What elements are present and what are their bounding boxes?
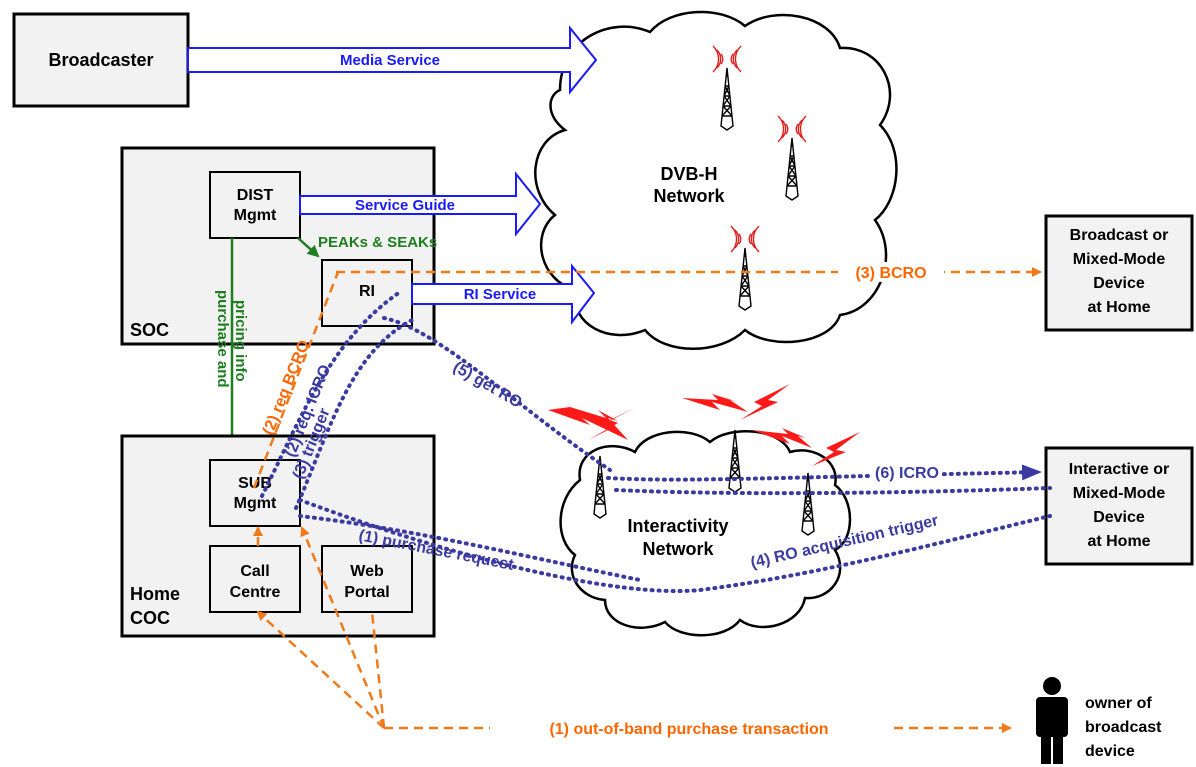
service-guide-label: Service Guide (355, 197, 455, 214)
icro-label: (6) ICRO (875, 465, 939, 482)
service-guide-arrow (299, 171, 542, 237)
sub-mgmt-box (209, 459, 301, 527)
media-service-arrow (187, 25, 598, 95)
lightning-bolt-icon (740, 384, 790, 420)
oob-to-call-centre (256, 610, 385, 729)
dist-mgmt-label-1: DIST (237, 187, 274, 204)
icro-label-bg (872, 462, 942, 484)
peaks-seaks-arrow (297, 237, 320, 258)
dvbh-network-label-1: DVB-H (661, 164, 718, 184)
broadcast-device-label-3: Device (1093, 275, 1145, 292)
req-bcro-arrow (252, 271, 340, 489)
lightning-bolt-icon (752, 428, 812, 448)
call-centre-label-1: Call (240, 563, 269, 580)
broadcast-device-label-4: at Home (1087, 299, 1150, 316)
web-portal-label-2: Portal (344, 584, 389, 601)
dvbh-network-label-2: Network (653, 186, 725, 206)
call-centre-box (209, 545, 301, 613)
lightning-bolt-icon (812, 432, 860, 466)
web-portal-label-1: Web (350, 563, 384, 580)
get-ro-label: (5) get RO (450, 359, 525, 412)
bcro-label-bg (838, 262, 944, 282)
peaks-seaks-label: PEAKs & SEAKs (318, 234, 437, 251)
ro-acquisition-trigger-flow (298, 498, 1052, 594)
lightning-bolt-icon (548, 407, 628, 440)
media-service-label: Media Service (340, 52, 440, 69)
icro-return-flow (614, 486, 1052, 496)
interactivity-network-cloud (559, 430, 852, 637)
lightning-bolt-icon (588, 408, 634, 440)
req-icro-flow (260, 290, 402, 498)
person-icon (1036, 677, 1068, 764)
interactivity-network-label-2: Network (642, 539, 714, 559)
purchase-pricing-label-1: purchase and (214, 290, 231, 388)
broadcaster-label: Broadcaster (48, 50, 153, 70)
req-bcro-prefix: (2) req (260, 382, 296, 438)
web-portal-box (321, 545, 413, 613)
sub-mgmt-label-2: Mgmt (234, 495, 277, 512)
dist-mgmt-label-2: Mgmt (234, 207, 277, 224)
soc-label: SOC (130, 320, 169, 340)
oob-label-bg (490, 716, 888, 738)
oob-purchase-label: (1) out-of-band purchase transaction (549, 721, 828, 738)
interactive-device-label-1: Interactive or (1069, 461, 1169, 478)
home-coc-label-2: COC (130, 608, 170, 628)
owner-label-2: broadcast (1085, 719, 1162, 736)
interactive-device-label-4: at Home (1087, 533, 1150, 550)
dist-mgmt-box (209, 171, 301, 239)
interactive-device-label-3: Device (1093, 509, 1145, 526)
oob-to-web-portal (370, 611, 386, 729)
home-coc-label-1: Home (130, 584, 180, 604)
owner-label-3: device (1085, 743, 1135, 760)
bcro-label: (3) BCRO (855, 265, 926, 282)
purchase-pricing-label-2: pricing info (232, 300, 249, 382)
ri-service-arrow (411, 263, 596, 325)
dvbh-network-cloud (534, 10, 898, 350)
interactive-device-label-2: Mixed-Mode (1073, 485, 1166, 502)
purchase-request-flow (298, 514, 642, 582)
interactive-device-box (1044, 446, 1194, 566)
trigger-flow (294, 316, 418, 510)
broadcast-device-label-2: Mixed-Mode (1073, 251, 1166, 268)
broadcast-device-label-1: Broadcast or (1070, 227, 1169, 244)
lightning-bolt-icon (682, 394, 748, 412)
owner-label-1: owner of (1085, 695, 1152, 712)
call-centre-label-2: Centre (230, 584, 281, 601)
ri-service-label: RI Service (464, 286, 537, 303)
ri-label: RI (359, 283, 375, 300)
get-ro-flow (382, 316, 612, 472)
oob-to-sub-mgmt (300, 526, 386, 729)
broadcast-device-box (1044, 214, 1194, 332)
interactivity-network-label-1: Interactivity (627, 516, 728, 536)
